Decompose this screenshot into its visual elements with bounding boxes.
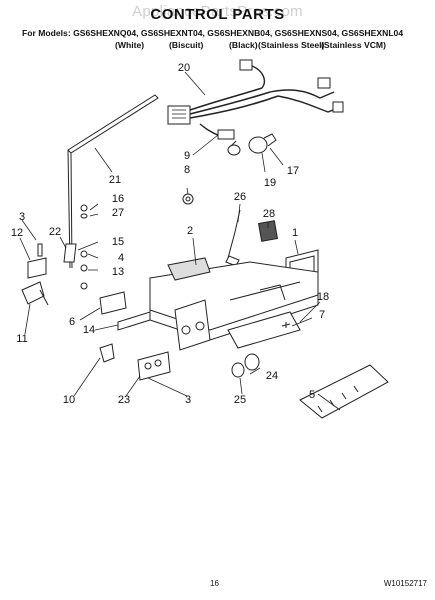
part-3-screw [37, 243, 43, 257]
callout-4: 4 [117, 252, 125, 264]
callout-23: 23 [117, 394, 131, 406]
part-7-screw [281, 322, 291, 328]
callout-11: 11 [16, 333, 28, 345]
models-line: For Models: GS6SHEXNQ04, GS6SHEXNT04, GS… [22, 28, 404, 38]
callout-28: 28 [262, 208, 276, 220]
page-title: CONTROL PARTS [150, 6, 285, 23]
part-18-panel [227, 311, 301, 349]
callout-24: 24 [265, 370, 279, 382]
page-number: 16 [210, 579, 219, 588]
callout-25: 25 [233, 394, 247, 406]
part-9-bulb [227, 140, 241, 156]
callout-1: 1 [291, 227, 299, 239]
part-6-bracket [99, 291, 127, 315]
color-black: (Black) [229, 40, 258, 50]
callout-22: 22 [48, 226, 62, 238]
callout-8: 8 [183, 164, 191, 176]
document-code: W10152717 [383, 579, 427, 588]
callout-6: 6 [68, 316, 76, 328]
part-14-bar [117, 311, 151, 331]
callout-9: 9 [183, 150, 191, 162]
callout-13: 13 [111, 266, 125, 278]
callout-14: 14 [82, 324, 96, 336]
color-stainless-vcm: (Stainless VCM) [321, 40, 386, 50]
part-12-bracket [27, 257, 47, 279]
part-23-switch-plate [137, 351, 171, 381]
part-19-17-socket [248, 133, 277, 154]
part-26-sensor [225, 209, 241, 267]
part-5-cover [299, 364, 389, 419]
callout-15: 15 [111, 236, 125, 248]
part-11-lamp-socket [21, 281, 49, 306]
callout-5: 5 [308, 389, 316, 401]
callout-19: 19 [263, 177, 277, 189]
color-white: (White) [115, 40, 145, 50]
part-20-wire-harness [167, 59, 344, 140]
callout-10: 10 [62, 394, 76, 406]
callout-16: 16 [111, 193, 125, 205]
callout-2: 2 [186, 225, 194, 237]
callout-21: 21 [108, 174, 122, 186]
callout-3-top: 3 [18, 211, 26, 223]
part-24-25-knobs [231, 353, 260, 378]
fasteners-stack [63, 204, 88, 290]
part-28-pad [257, 220, 279, 242]
callout-20: 20 [177, 62, 191, 74]
callout-26: 26 [233, 191, 247, 203]
part-10-clip [99, 343, 115, 363]
part-2-control-housing [149, 257, 319, 351]
part-8-plug [182, 193, 194, 205]
watermark: AppliancePartsPros.com [132, 3, 303, 20]
callout-12: 12 [10, 227, 24, 239]
callout-27: 27 [111, 207, 125, 219]
leader-lines [19, 71, 341, 411]
callout-3-bottom: 3 [184, 394, 192, 406]
callout-18: 18 [316, 291, 330, 303]
color-biscuit: (Biscuit) [169, 40, 204, 50]
callout-7: 7 [318, 309, 326, 321]
callout-17: 17 [286, 165, 300, 177]
color-stainless-steel: (Stainless Steel) [258, 40, 325, 50]
